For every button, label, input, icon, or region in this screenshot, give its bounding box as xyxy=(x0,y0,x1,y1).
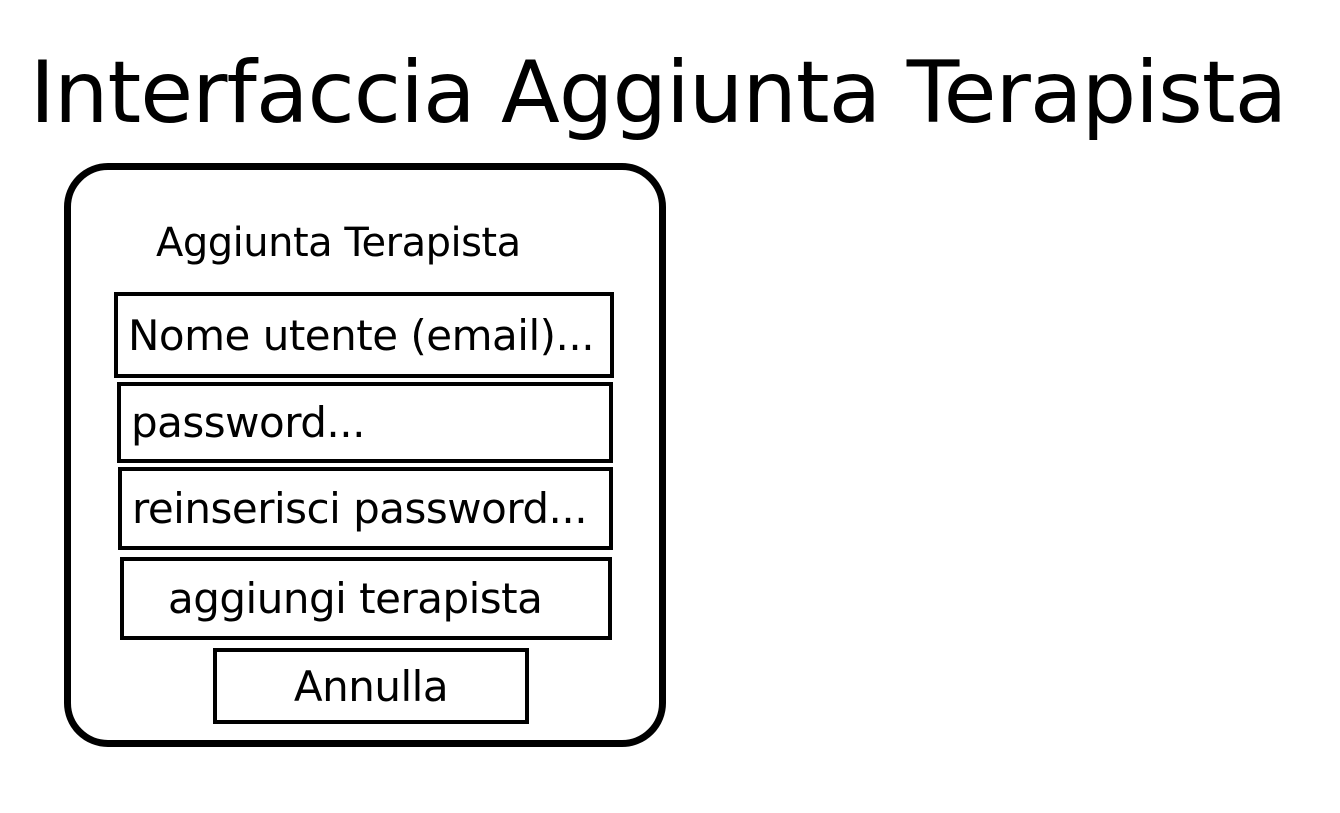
password-placeholder: password... xyxy=(131,398,365,447)
cancel-button-label: Annulla xyxy=(293,661,449,711)
password-field[interactable]: password... xyxy=(117,382,613,463)
repeat-password-field[interactable]: reinserisci password... xyxy=(118,467,613,550)
add-therapist-button[interactable]: aggiungi terapista xyxy=(120,557,612,640)
add-therapist-panel xyxy=(64,163,666,747)
add-therapist-button-label: aggiungi terapista xyxy=(168,574,543,623)
username-email-field[interactable]: Nome utente (email)... xyxy=(114,292,614,378)
panel-title: Aggiunta Terapista xyxy=(156,220,521,266)
repeat-password-placeholder: reinserisci password... xyxy=(132,484,588,533)
username-email-placeholder: Nome utente (email)... xyxy=(128,310,595,360)
cancel-button[interactable]: Annulla xyxy=(213,648,529,724)
page-title: Interfaccia Aggiunta Terapista xyxy=(29,43,1288,143)
